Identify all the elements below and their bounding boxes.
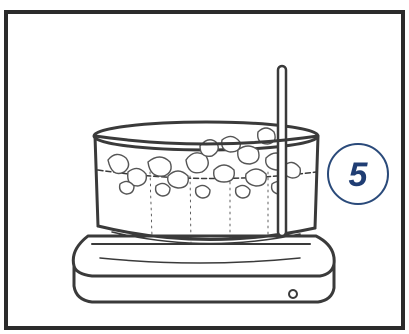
stirring-rod: [278, 66, 286, 236]
top-margin: [0, 0, 409, 8]
step-badge: 5: [328, 144, 388, 204]
step-number: 5: [349, 156, 369, 194]
